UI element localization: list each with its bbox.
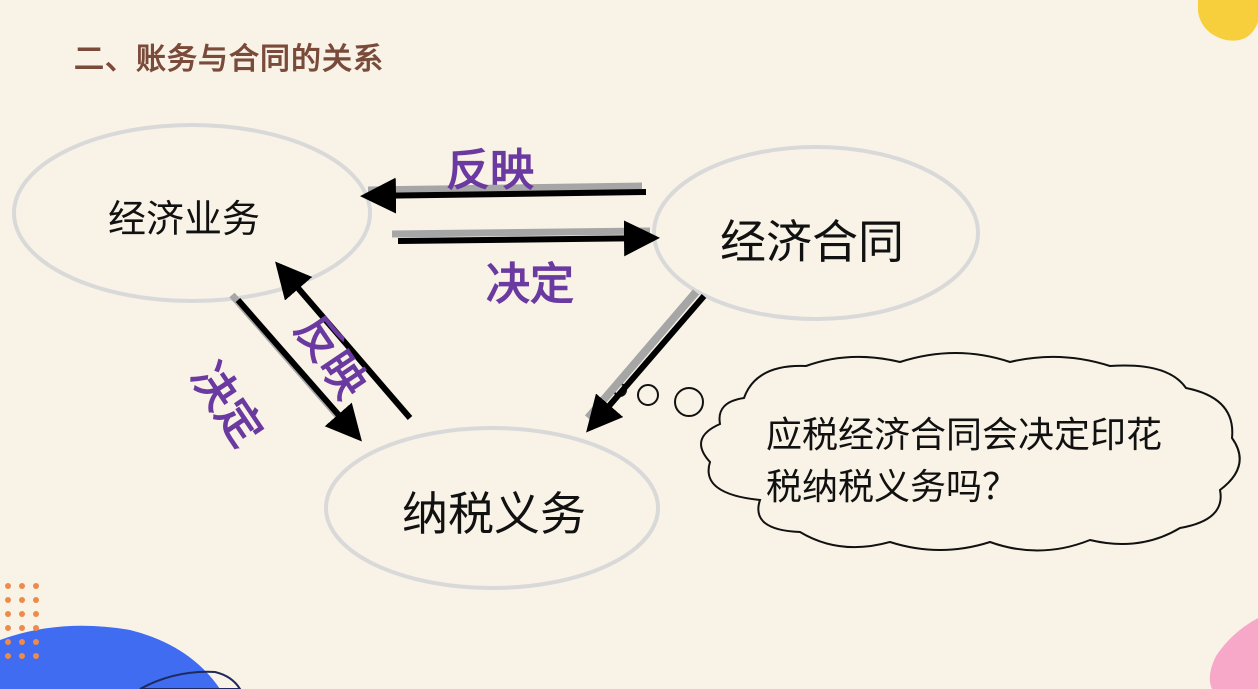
thought-question: 应税经济合同会决定印花 税纳税义务吗？: [766, 410, 1162, 514]
arrow-business-to-contract: [391, 220, 660, 257]
node-contract-label: 经济合同: [720, 215, 904, 269]
decor-pink-blob: [1209, 618, 1258, 689]
arrow-tax-to-business: [275, 261, 413, 420]
arrow-contract-to-business: [360, 177, 647, 214]
relation-business-to-contract-label: 决定: [486, 259, 574, 310]
arrow-contract-to-tax: [584, 289, 707, 433]
slide-title: 二、账务与合同的关系: [74, 42, 384, 77]
thought-question-line1: 应税经济合同会决定印花: [766, 415, 1163, 456]
decor-yellow-blob: [1198, 0, 1258, 41]
ellipse-tax-obligation: [324, 426, 660, 590]
decor-blue-blob: [0, 625, 242, 689]
node-business-label: 经济业务: [108, 197, 261, 241]
arrow-business-to-tax: [229, 292, 362, 442]
thought-question-line2: 税纳税义务吗？: [766, 467, 1019, 508]
decor-dot-grid: [5, 583, 39, 659]
relation-contract-to-business-label: 反映: [446, 145, 534, 196]
node-tax-obligation-label: 纳税义务: [402, 487, 586, 541]
